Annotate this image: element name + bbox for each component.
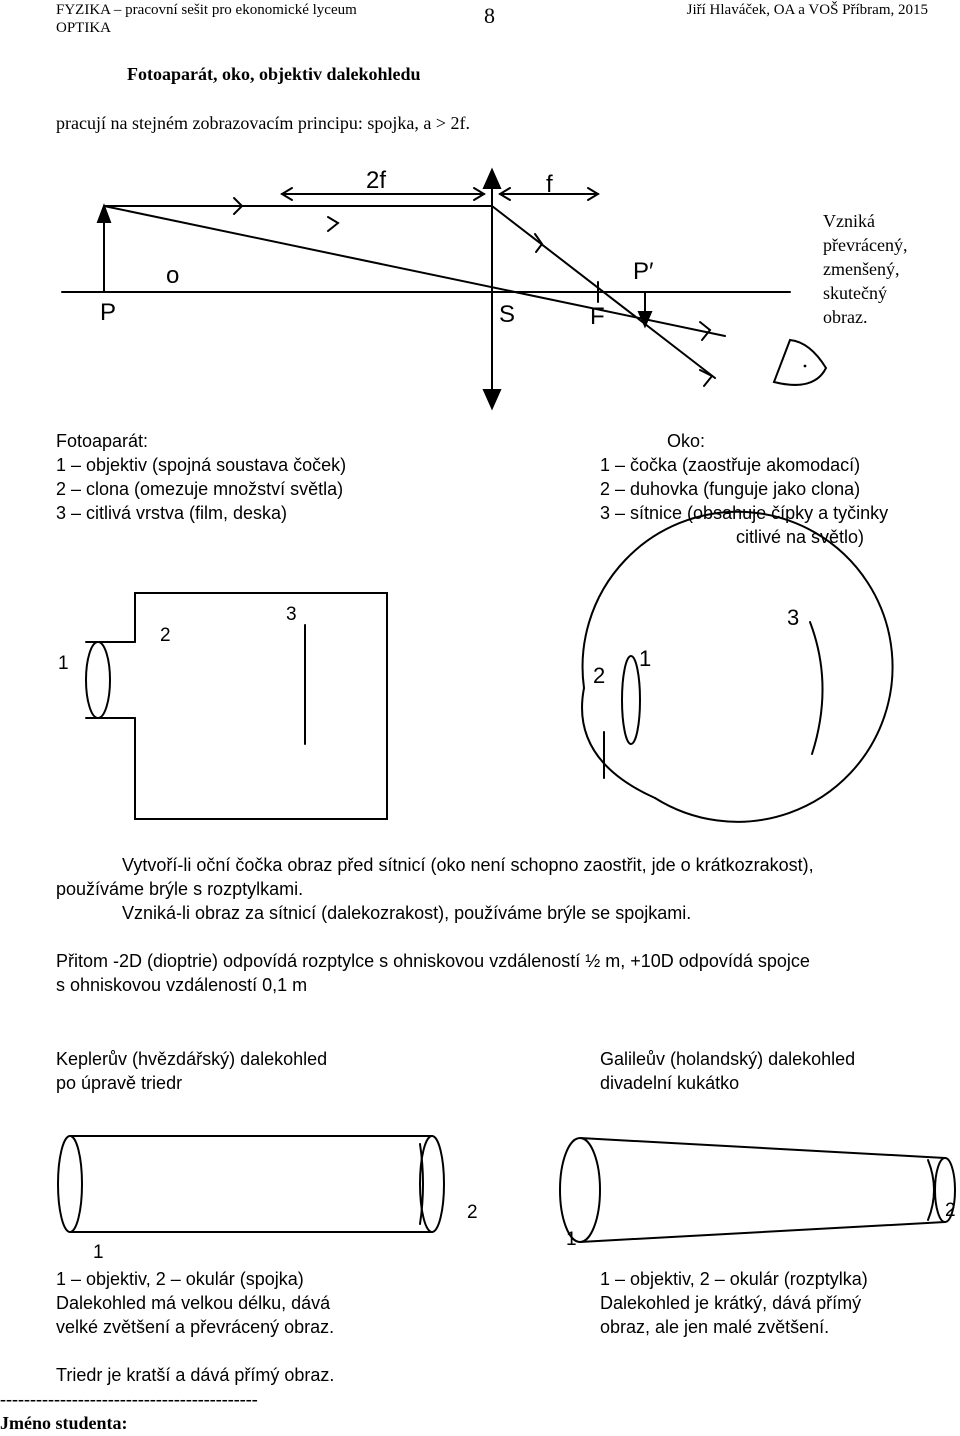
- header-subject: FYZIKA – pracovní sešit pro ekonomické l…: [56, 2, 357, 18]
- intro-text: pracují na stejném zobrazovacím principu…: [56, 113, 471, 133]
- eye-lens: [621, 655, 641, 745]
- camera-objective: [85, 641, 111, 719]
- kepler-objective: [57, 1135, 83, 1233]
- kepler-num-2: 2: [467, 1202, 478, 1223]
- result-line-1: Vzniká: [823, 211, 875, 231]
- page-number: 8: [484, 3, 495, 28]
- galileo-subtitle: divadelní kukátko: [600, 1073, 740, 1093]
- camera-item-1: 1 – objektiv (spojná soustava čoček): [56, 455, 347, 475]
- eye-num-3: 3: [787, 605, 799, 630]
- galileo-telescope: [559, 1137, 956, 1243]
- label-F: F: [590, 303, 605, 330]
- eye-title: Oko:: [667, 431, 706, 451]
- galileo-num-2: 2: [945, 1200, 956, 1221]
- label-2f: 2f: [366, 167, 386, 194]
- camera-body: [134, 592, 388, 820]
- kepler-eyepiece: [419, 1143, 424, 1225]
- result-line-4: skutečný: [823, 283, 887, 303]
- kepler-subtitle: po úpravě triedr: [56, 1073, 183, 1093]
- observer-eye-icon: [772, 338, 828, 386]
- diopter-line-2: s ohniskovou vzdáleností 0,1 m: [56, 975, 308, 995]
- lens-ray-diagram: [61, 167, 828, 411]
- camera-title: Fotoaparát:: [56, 431, 149, 451]
- eye-num-2: 2: [593, 663, 605, 688]
- defects-line-3: Vzniká-li obraz za sítnicí (dalekozrakos…: [122, 903, 692, 923]
- eye-num-1: 1: [639, 646, 651, 671]
- label-S: S: [499, 301, 515, 328]
- eye-item-3: 3 – sítnice (obsahuje čípky a tyčinky: [600, 503, 889, 523]
- divider-line: ----------------------------------------…: [0, 1389, 258, 1409]
- kepler-desc-1: 1 – objektiv, 2 – okulár (spojka): [56, 1269, 304, 1289]
- defects-line-2: používáme brýle s rozptylkami.: [56, 879, 304, 899]
- camera-item-2: 2 – clona (omezuje množství světla): [56, 479, 344, 499]
- result-line-5: obraz.: [823, 307, 868, 327]
- eye-sketch: [581, 510, 894, 823]
- camera-item-3: 3 – citlivá vrstva (film, deska): [56, 503, 288, 523]
- galileo-desc-1: 1 – objektiv, 2 – okulár (rozptylka): [600, 1269, 868, 1289]
- lens-bottom-arrowhead: [482, 389, 502, 411]
- label-P: P: [100, 299, 116, 326]
- galileo-title: Galileův (holandský) dalekohled: [600, 1049, 856, 1069]
- label-P-prime: P′: [633, 258, 654, 285]
- camera-num-2: 2: [160, 625, 171, 646]
- lens-top-arrowhead: [482, 167, 502, 189]
- label-f: f: [546, 171, 553, 198]
- label-o: o: [166, 262, 179, 289]
- diopter-line-1: Přitom -2D (dioptrie) odpovídá rozptylce…: [56, 951, 810, 971]
- eye-retina: [809, 621, 824, 755]
- eye-item-1: 1 – čočka (zaostřuje akomodací): [600, 455, 861, 475]
- object-arrowhead: [96, 203, 112, 223]
- cornea-outline: [581, 687, 656, 799]
- camera-sketch: [85, 592, 388, 820]
- header-chapter: OPTIKA: [56, 20, 111, 36]
- kepler-tube-end: [419, 1135, 445, 1233]
- header-author: Jiří Hlaváček, OA a VOŠ Příbram, 2015: [686, 2, 928, 18]
- kepler-desc-3: velké zvětšení a převrácený obraz.: [56, 1317, 335, 1337]
- eye-item-2: 2 – duhovka (funguje jako clona): [600, 479, 861, 499]
- result-line-3: zmenšený,: [823, 259, 900, 279]
- kepler-telescope: [57, 1135, 445, 1233]
- galileo-num-1: 1: [566, 1229, 577, 1250]
- kepler-desc-2: Dalekohled má velkou délku, dává: [56, 1293, 331, 1313]
- ray-center: [103, 205, 726, 337]
- camera-num-1: 1: [58, 653, 69, 674]
- eye-item-3-cont: citlivé na světlo): [736, 527, 865, 547]
- camera-num-3: 3: [286, 604, 297, 625]
- section-title: Fotoaparát, oko, objektiv dalekohledu: [127, 64, 421, 84]
- result-line-2: převrácený,: [823, 235, 908, 255]
- triedr-note: Triedr je kratší a dává přímý obraz.: [56, 1365, 335, 1385]
- galileo-objective: [559, 1137, 601, 1243]
- galileo-eyepiece: [927, 1159, 935, 1221]
- student-name-label: Jméno studenta:: [0, 1413, 128, 1433]
- ray-refracted: [491, 205, 716, 379]
- defects-line-1: Vytvoří-li oční čočka obraz před sítnicí…: [122, 855, 814, 875]
- eyeball-outline: [581, 510, 894, 823]
- kepler-num-1: 1: [93, 1242, 104, 1263]
- galileo-desc-3: obraz, ale jen malé zvětšení.: [600, 1317, 830, 1337]
- kepler-title: Keplerův (hvězdářský) dalekohled: [56, 1049, 328, 1069]
- galileo-desc-2: Dalekohled je krátký, dává přímý: [600, 1293, 862, 1313]
